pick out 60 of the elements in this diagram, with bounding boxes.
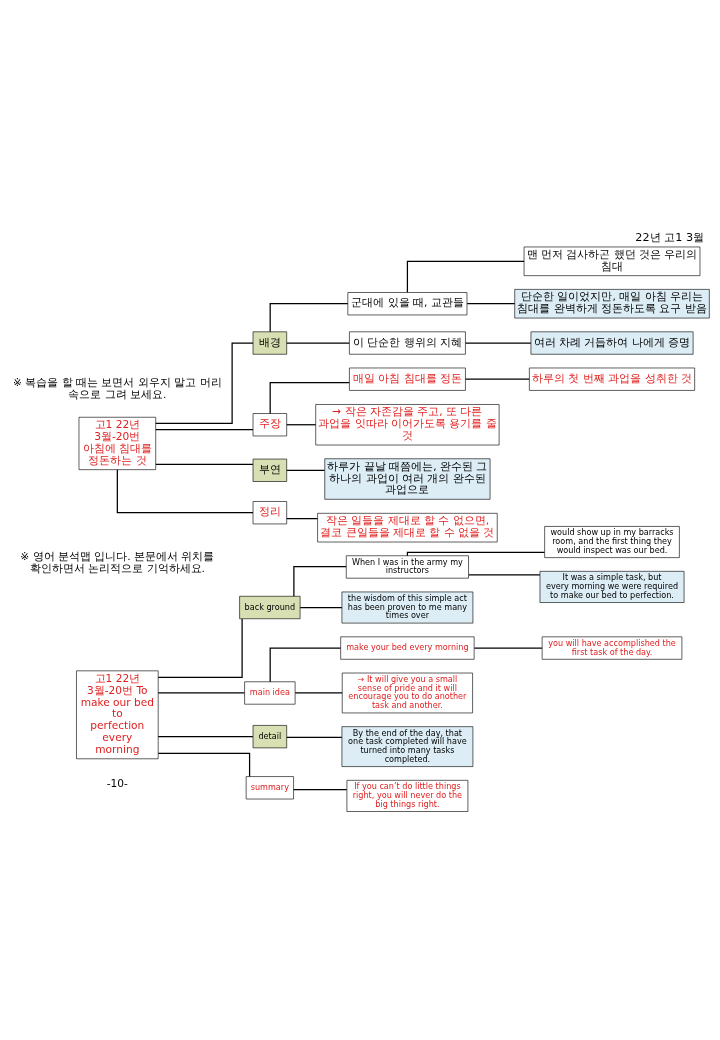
connector bbox=[286, 341, 350, 344]
connector bbox=[293, 565, 347, 597]
connector bbox=[269, 646, 342, 682]
label: ※ 복습을 할 때는 보면서 외우지 말고 머리 속으로 그려 보세요. bbox=[13, 375, 222, 400]
connector bbox=[269, 381, 350, 414]
connector bbox=[286, 469, 326, 471]
node-box: 하루의 첫 번째 과업을 성취한 것 bbox=[529, 367, 695, 391]
node-box: 배경 bbox=[252, 331, 287, 355]
node-box: 작은 일들을 제대로 할 수 없으면, 결코 큰일들을 제대로 할 수 없을 것 bbox=[317, 512, 498, 542]
connector bbox=[269, 302, 349, 332]
node-box: If you can’t do little things right, you will never do the big things right. bbox=[346, 779, 469, 812]
node-box: main idea bbox=[244, 680, 296, 704]
label: ※ 영어 분석맵 입니다. 본문에서 위치를 확인하면서 논리적으로 기억하세요. bbox=[20, 549, 215, 574]
connector bbox=[406, 551, 546, 556]
connector bbox=[286, 423, 317, 425]
connector bbox=[464, 341, 532, 344]
node-box: By the end of the day, that one task completed will have turned into many tasks completed. bbox=[341, 725, 474, 767]
diagram-title: 22년 고1 3월 bbox=[635, 230, 705, 244]
node-box: would show up in my barracks room, and the first thing they would inspect was our bed. bbox=[544, 525, 680, 558]
node-box: 하루가 끝날 때쯤에는, 완수된 그 하나의 과업이 여러 개의 완수된 과업으로 bbox=[324, 457, 491, 500]
connector bbox=[468, 573, 541, 575]
node-box: summary bbox=[245, 775, 294, 799]
node-box: 고1 22년 3월-20번 아침에 침대를 정돈하는 것 bbox=[78, 416, 156, 470]
connector bbox=[286, 736, 343, 738]
connector bbox=[299, 606, 343, 608]
node-box: When I was in the army my instructors bbox=[345, 554, 469, 578]
node-box: you will have accomplished the first task of the day. bbox=[541, 636, 683, 660]
connector bbox=[473, 646, 543, 649]
node-box: make your bed every morning bbox=[340, 636, 475, 660]
connector bbox=[466, 302, 516, 304]
node-box: detail bbox=[252, 724, 287, 748]
node-box: 단순한 일이었지만, 매일 아침 우리는 침대를 완벽하게 정돈하도록 요구 받음 bbox=[514, 288, 710, 318]
connector bbox=[157, 691, 246, 694]
connector bbox=[155, 428, 254, 430]
node-box: the wisdom of this simple act has been proven to me many times over bbox=[341, 591, 474, 623]
connector bbox=[157, 752, 251, 777]
node-box: 매일 아침 침대를 정돈 bbox=[349, 367, 466, 391]
connector bbox=[286, 517, 319, 519]
node-box: 여러 차례 거듭하여 나에게 증명 bbox=[530, 331, 694, 355]
node-box: It was a simple task, but every morning we were required to make our bed to perfection. bbox=[539, 570, 685, 603]
connector bbox=[406, 260, 525, 293]
connector bbox=[155, 341, 254, 424]
connector bbox=[155, 463, 254, 465]
label: -10- bbox=[106, 776, 128, 789]
connector bbox=[157, 617, 243, 678]
connector bbox=[293, 788, 348, 790]
node-box: 고1 22년 3월-20번 To make our bed to perfection every morning bbox=[76, 670, 159, 759]
node-box: 부연 bbox=[252, 458, 287, 482]
node-box: 이 단순한 행위의 지혜 bbox=[349, 331, 466, 355]
connector bbox=[116, 468, 254, 513]
connector bbox=[294, 691, 343, 694]
node-box: → 작은 자존감을 주고, 또 다른 과업을 잇따라 이어가도록 용기를 줄 것 bbox=[315, 403, 500, 445]
node-box: 주장 bbox=[252, 412, 287, 436]
node-box: 맨 먼저 검사하곤 했던 것은 우리의 침대 bbox=[523, 246, 701, 276]
node-box: 군대에 있을 때, 교관들 bbox=[347, 291, 468, 315]
connector bbox=[464, 378, 530, 380]
node-box: → It will give you a small sense of pride and it will encourage you to do another task and another. bbox=[341, 672, 473, 713]
connector bbox=[157, 735, 254, 737]
node-box: back ground bbox=[239, 595, 301, 619]
node-box: 정리 bbox=[252, 500, 287, 524]
